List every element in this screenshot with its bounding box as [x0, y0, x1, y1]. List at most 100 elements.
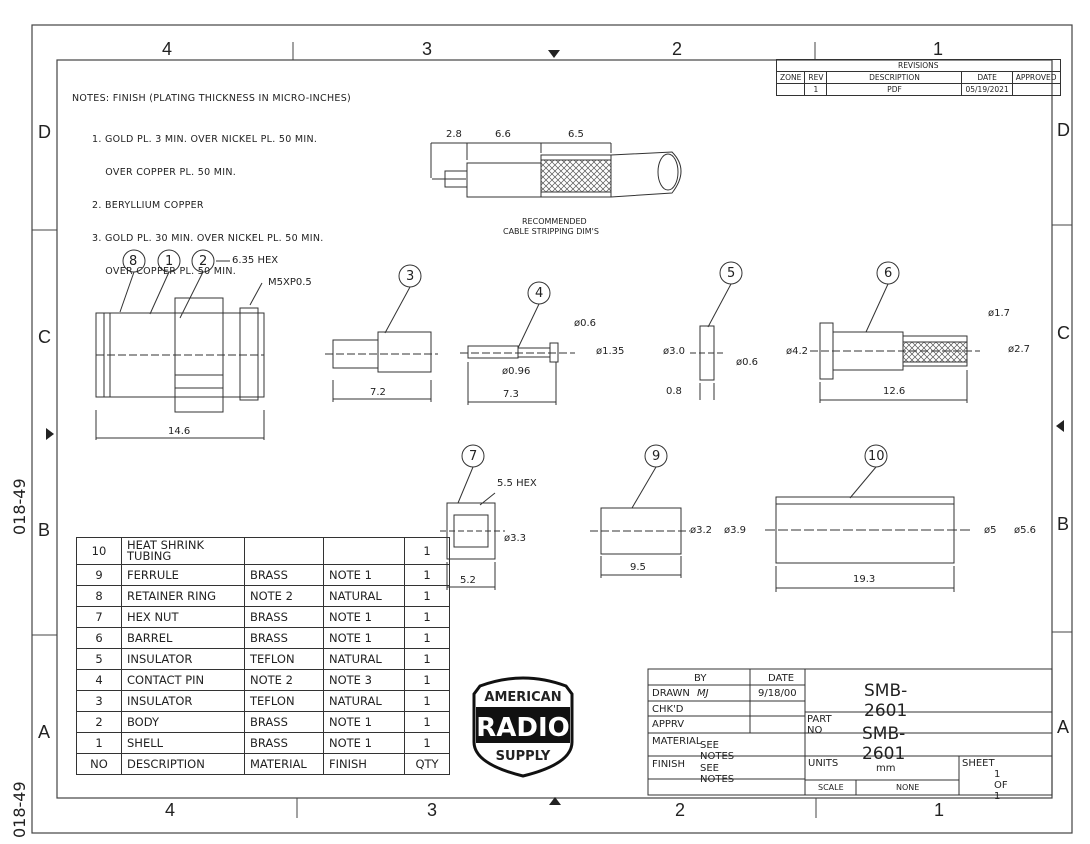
zone-right-D: D [1057, 120, 1070, 140]
dim-ins-len: 0.8 [666, 386, 682, 397]
zone-left-A: A [38, 722, 51, 742]
bom-cell: SHELL [121, 732, 245, 754]
tb-material-val: SEE NOTES [700, 740, 735, 762]
tb-drawn-date: 9/18/00 [758, 688, 797, 699]
dim-nut-d: ø3.3 [504, 533, 527, 544]
american-radio-supply-logo: AMERICAN RADIO SUPPLY [472, 676, 574, 778]
callout-2: 2 [199, 254, 208, 269]
logo-line3: SUPPLY [496, 749, 551, 764]
zone-top-4: 4 [162, 39, 173, 59]
logo-line1: AMERICAN [484, 690, 561, 705]
zone-top-1: 1 [933, 39, 944, 59]
bom-cell [323, 537, 405, 565]
zone-bottom-3: 3 [427, 800, 438, 820]
note-line: OVER COPPER PL. 50 MIN. [92, 167, 237, 178]
notes-heading: NOTES: FINISH (PLATING THICKNESS IN MICR… [72, 93, 352, 104]
dim-fer-d2: ø4.2 [786, 346, 809, 357]
dim-shell-len: 14.6 [168, 426, 191, 437]
strip-caption: CABLE STRIPPING DIM'S [503, 227, 599, 236]
tb-drawn: DRAWN [652, 688, 690, 699]
dim-t10-len: 19.3 [853, 574, 876, 585]
rev-cell: PDF [826, 83, 963, 96]
callout-6: 6 [884, 266, 893, 281]
tb-material: MATERIAL [652, 736, 702, 747]
zone-right-C: C [1057, 323, 1070, 343]
bom-cell: 1 [404, 537, 450, 565]
dim-fer-d3: ø2.7 [1008, 344, 1031, 355]
part9-ferrule-view [590, 507, 690, 578]
part4-contact-pin-view [460, 342, 575, 405]
callout-5: 5 [727, 266, 736, 281]
dim-barrel-len: 7.2 [370, 387, 386, 398]
zone-right-A: A [1057, 717, 1070, 737]
dim-r9-d2: ø3.9 [724, 525, 747, 536]
dim-r9-len: 9.5 [630, 562, 646, 573]
note-line: 1. GOLD PL. 3 MIN. OVER NICKEL PL. 50 MI… [92, 134, 318, 145]
zone-right-B: B [1057, 514, 1070, 534]
callout-9: 9 [652, 449, 661, 464]
bom-cell: TEFLON [244, 690, 324, 712]
tb-finish: FINISH [652, 759, 685, 770]
zone-bottom-1: 1 [934, 800, 945, 820]
revisions-table: REVISIONS ZONE REV DESCRIPTION DATE APPR… [775, 59, 1061, 96]
zone-top-2: 2 [672, 39, 683, 59]
note-line: 3. GOLD PL. 30 MIN. OVER NICKEL PL. 50 M… [92, 233, 324, 244]
callout-1: 1 [165, 254, 174, 269]
strip-dim: 2.8 [446, 129, 462, 140]
shell-assembly-view [95, 297, 265, 440]
note-line: 2. BERYLLIUM COPPER [92, 200, 204, 211]
notes-block: NOTES: FINISH (PLATING THICKNESS IN MICR… [72, 93, 351, 299]
bom-cell: DESCRIPTION [121, 753, 245, 775]
tb-finish-val: SEE NOTES [700, 763, 735, 785]
callout-4: 4 [535, 286, 544, 301]
zone-left-D: D [38, 122, 51, 142]
dim-thread: M5XP0.5 [268, 277, 312, 288]
dim-nut-len: 5.2 [460, 575, 476, 586]
logo-line2: RADIO [476, 713, 570, 743]
dim-fer-len: 12.6 [883, 386, 906, 397]
callout-8: 8 [129, 254, 138, 269]
strip-caption: RECOMMENDED [522, 217, 587, 226]
dim-t10-d1: ø5 [984, 525, 997, 536]
dim-fer-d1: ø1.7 [988, 308, 1011, 319]
strip-dim: 6.5 [568, 129, 584, 140]
part5-insulator-view [690, 325, 725, 400]
tb-part-val: SMB-2601 [862, 724, 906, 764]
tb-date: DATE [768, 673, 795, 684]
rev-cell [775, 83, 806, 96]
note-line: OVER COPPER PL. 50 MIN. [92, 266, 237, 277]
rev-cell: 05/19/2021 [961, 83, 1013, 96]
bom-cell: NOTE 1 [323, 564, 405, 586]
bom-cell: NOTE 2 [244, 585, 324, 607]
tb-chkd: CHK'D [652, 704, 684, 715]
zone-left-C: C [38, 327, 51, 347]
tb-part-no: PART NO [807, 714, 832, 736]
tb-sheet: SHEET [962, 758, 995, 769]
tb-by: BY [694, 673, 707, 684]
dim-pin-len: 7.3 [503, 389, 519, 400]
tb-drawn-by: MJ [697, 688, 709, 699]
bom-cell: QTY [404, 753, 450, 775]
callout-7: 7 [469, 449, 478, 464]
tb-apprv: APPRV [652, 719, 685, 730]
bom-cell: NOTE 1 [323, 732, 405, 754]
zone-top-3: 3 [422, 39, 433, 59]
rev-cell [1011, 83, 1061, 96]
callout-10: 10 [868, 449, 885, 464]
zone-bottom-2: 2 [675, 800, 686, 820]
dim-pin-d3: ø0.96 [502, 366, 531, 377]
tb-scale: SCALE [818, 783, 844, 792]
part10-tubing-view [765, 496, 970, 592]
tb-title: SMB-2601 [864, 681, 908, 721]
bom-cell: BRASS [244, 606, 324, 628]
zone-left-B: B [38, 520, 51, 540]
strip-dim: 6.6 [495, 129, 511, 140]
